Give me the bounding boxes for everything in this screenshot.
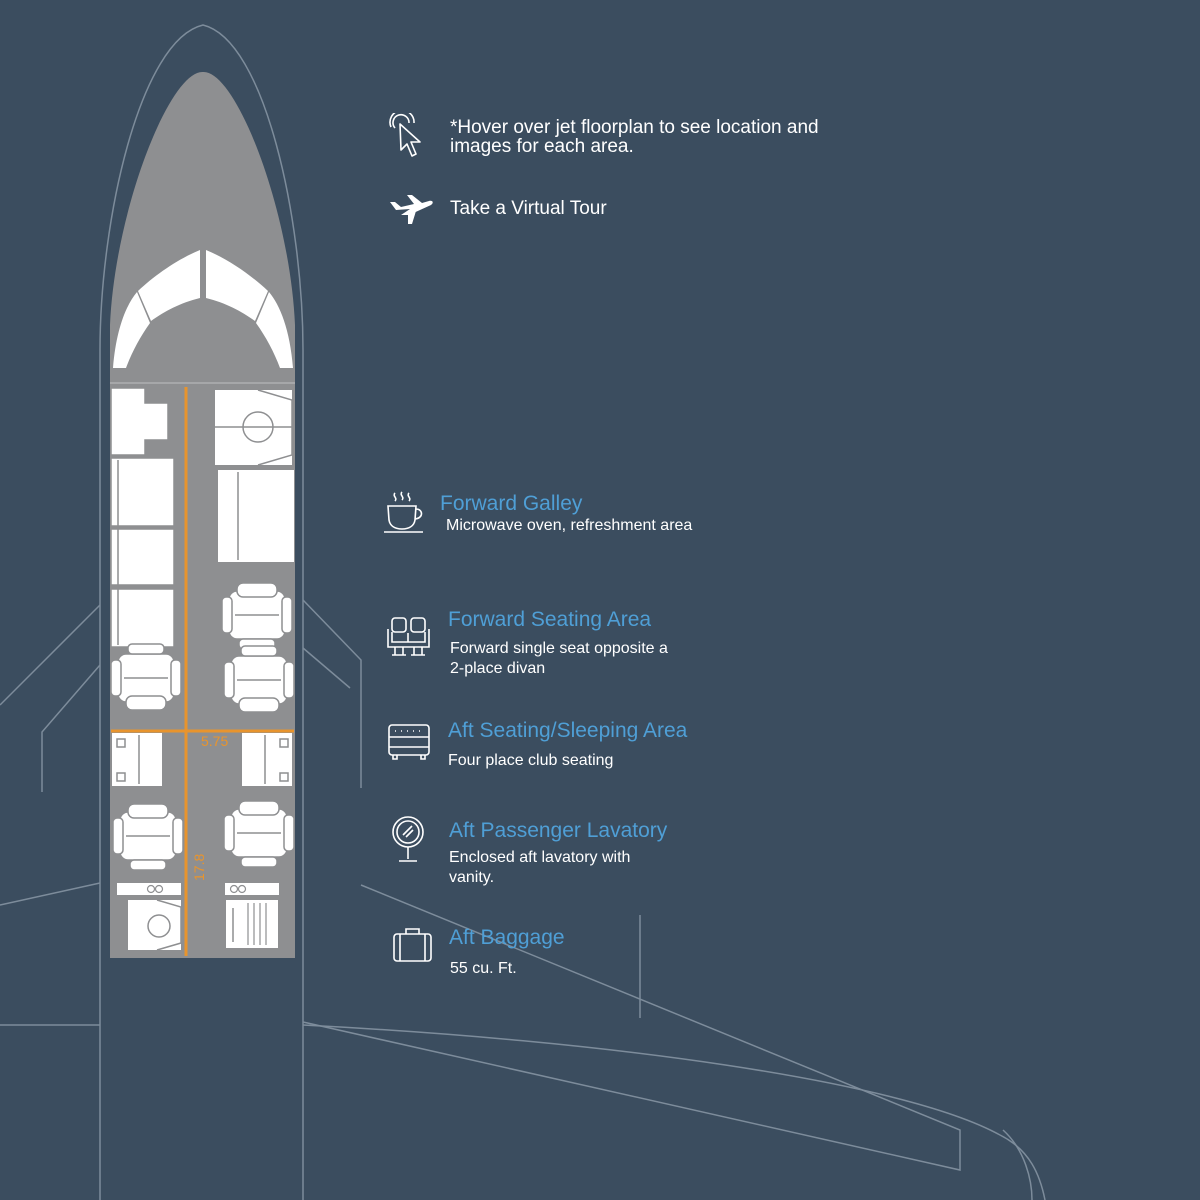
aft-baggage-title[interactable]: Aft Baggage bbox=[449, 926, 565, 949]
aft-lavatory-desc-line-1: Enclosed aft lavatory with bbox=[449, 849, 631, 866]
seats-icon bbox=[387, 615, 431, 664]
hover-hint-text: *Hover over jet floorplan to see locatio… bbox=[450, 117, 819, 157]
forward-galley-title[interactable]: Forward Galley bbox=[440, 492, 583, 515]
width-dimension-label: 5.75 bbox=[201, 733, 228, 749]
aft-baggage-desc: 55 cu. Ft. bbox=[450, 960, 517, 977]
cockpit-windows bbox=[113, 250, 293, 368]
dimension-lines bbox=[111, 387, 294, 956]
aft-seating-sleeping-area[interactable] bbox=[112, 733, 295, 871]
forward-seating-desc-line-2: 2-place divan bbox=[450, 660, 546, 677]
hover-pointer-icon bbox=[388, 109, 424, 164]
length-dimension-label: 17.8 bbox=[191, 854, 207, 881]
forward-right-cabinet[interactable] bbox=[215, 389, 294, 562]
aft-lavatory-desc-line-2: vanity. bbox=[449, 869, 495, 886]
suitcase-icon bbox=[392, 926, 434, 969]
airframe-outline bbox=[0, 24, 1046, 1200]
vanity-mirror-icon bbox=[389, 815, 429, 870]
aft-lavatory-area[interactable] bbox=[117, 883, 279, 951]
airplane-icon[interactable] bbox=[388, 193, 434, 232]
coffee-cup-icon bbox=[383, 490, 427, 541]
forward-seating-title[interactable]: Forward Seating Area bbox=[448, 608, 652, 631]
virtual-tour-link[interactable]: Take a Virtual Tour bbox=[450, 198, 607, 219]
aft-seating-desc: Four place club seating bbox=[448, 752, 614, 769]
forward-seating-desc-line-1: Forward single seat opposite a bbox=[450, 640, 668, 657]
aft-baggage-area[interactable] bbox=[226, 900, 278, 948]
forward-galley-desc: Microwave oven, refreshment area bbox=[446, 517, 693, 534]
bed-icon bbox=[387, 723, 431, 766]
aft-lavatory-title[interactable]: Aft Passenger Lavatory bbox=[449, 819, 668, 842]
aft-seating-title[interactable]: Aft Seating/Sleeping Area bbox=[448, 719, 688, 742]
forward-galley-area[interactable] bbox=[110, 387, 175, 648]
